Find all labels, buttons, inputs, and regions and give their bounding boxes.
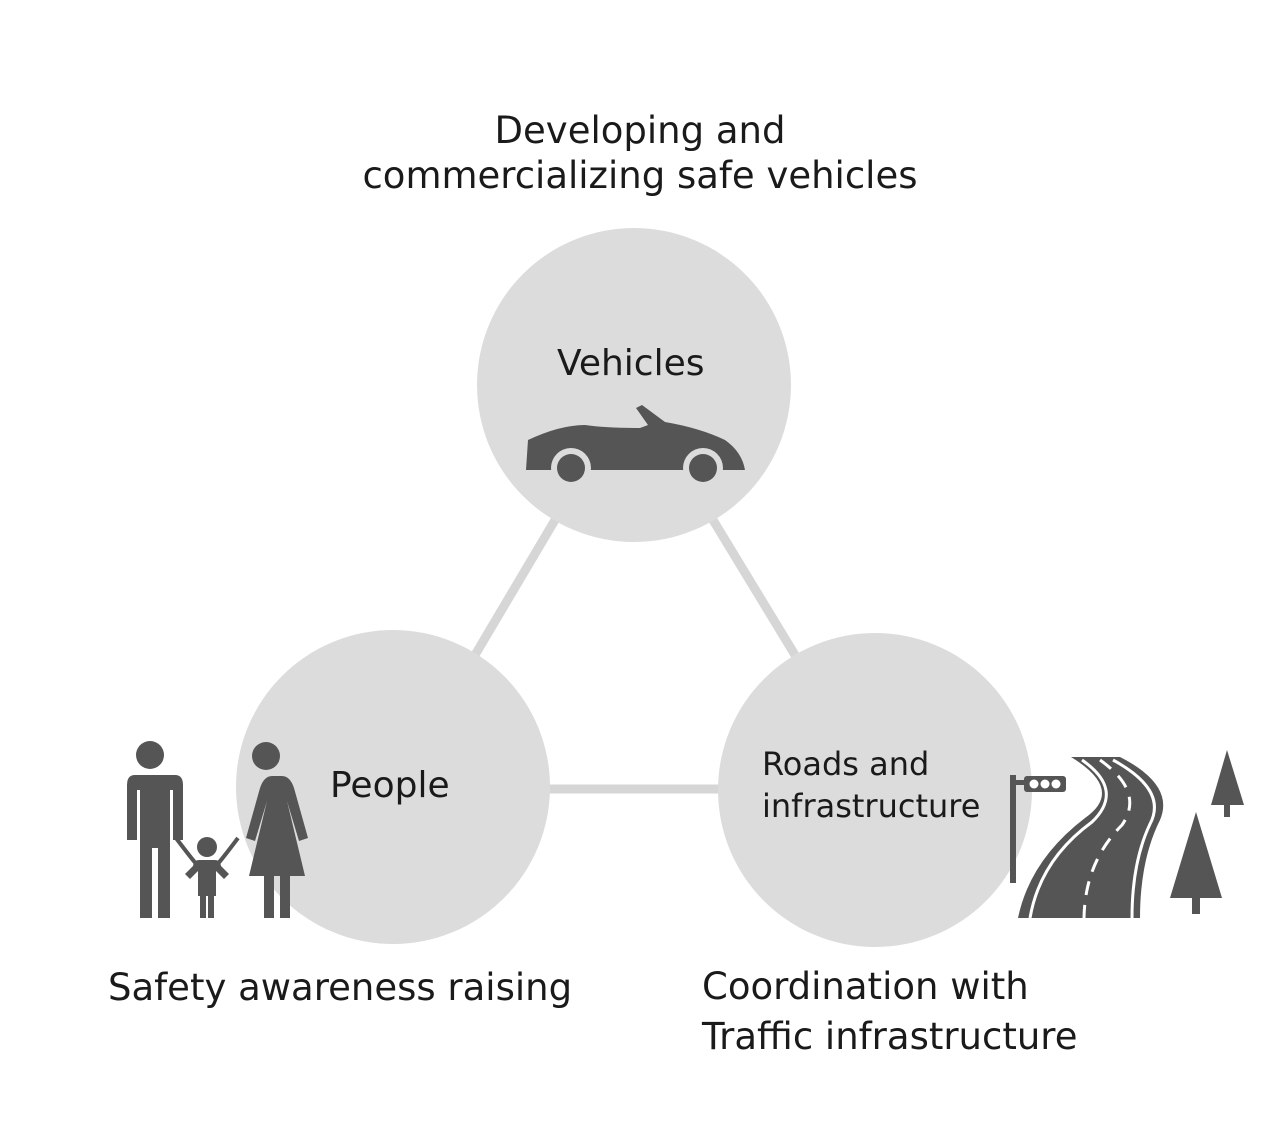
vehicles-heading-line2: commercializing safe vehicles xyxy=(362,154,918,198)
vehicles-heading: Developing and commercializing safe vehi… xyxy=(0,108,1280,198)
roads-circle xyxy=(718,633,1032,947)
roads-label: Roads and infrastructure xyxy=(762,744,980,827)
trees-icon xyxy=(1170,750,1244,914)
link-vehicles-roads xyxy=(709,517,799,658)
family-icon xyxy=(125,741,308,918)
vehicles-label: Vehicles xyxy=(557,343,705,384)
people-caption: Safety awareness raising xyxy=(108,966,573,1009)
people-label: People xyxy=(330,765,450,806)
car-icon xyxy=(526,405,745,488)
connector-lines xyxy=(471,517,799,794)
roads-label-line1: Roads and xyxy=(762,745,930,783)
roads-caption: Coordination with Traffic infrastructure xyxy=(702,962,1077,1062)
vehicles-heading-line1: Developing and xyxy=(494,109,786,152)
roads-caption-line1: Coordination with xyxy=(702,965,1029,1008)
roads-caption-line2: Traffic infrastructure xyxy=(702,1014,1078,1058)
link-vehicles-people xyxy=(471,517,559,658)
roads-label-line2: infrastructure xyxy=(762,786,981,825)
road-icon xyxy=(1010,757,1164,919)
people-circle xyxy=(236,630,550,944)
